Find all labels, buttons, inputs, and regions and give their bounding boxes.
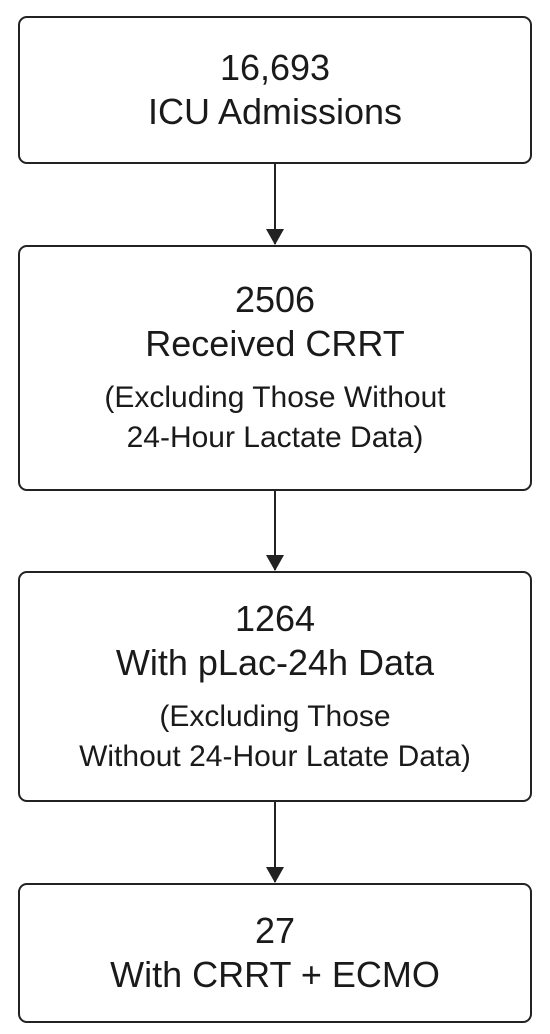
step-label: Received CRRT [145, 323, 405, 364]
step-count: 2506 [234, 279, 316, 320]
step-box-plac-24h: 1264 With pLac-24h Data (Excluding Those… [18, 571, 532, 802]
step-box-crrt-ecmo: 27 With CRRT + ECMO [18, 883, 532, 1023]
step-label: With CRRT + ECMO [110, 954, 440, 995]
step-count: 27 [254, 910, 296, 951]
step-count: 16,693 [219, 47, 331, 88]
step-note-line: (Excluding Those Without [104, 381, 446, 414]
arrow-down-icon [266, 491, 284, 571]
arrow-down-icon [266, 164, 284, 245]
step-note-line: (Excluding Those [159, 699, 391, 733]
step-note-line: Without 24-Hour Latate Data) [79, 739, 471, 773]
step-box-icu-admissions: 16,693 ICU Admissions [18, 16, 532, 164]
step-note-line: 24-Hour Lactate Data) [126, 421, 424, 454]
step-label: ICU Admissions [147, 91, 403, 132]
step-count: 1264 [234, 597, 316, 639]
step-box-received-crrt: 2506 Received CRRT (Excluding Those With… [18, 245, 532, 491]
step-label: With pLac-24h Data [115, 641, 435, 683]
arrow-down-icon [266, 802, 284, 883]
